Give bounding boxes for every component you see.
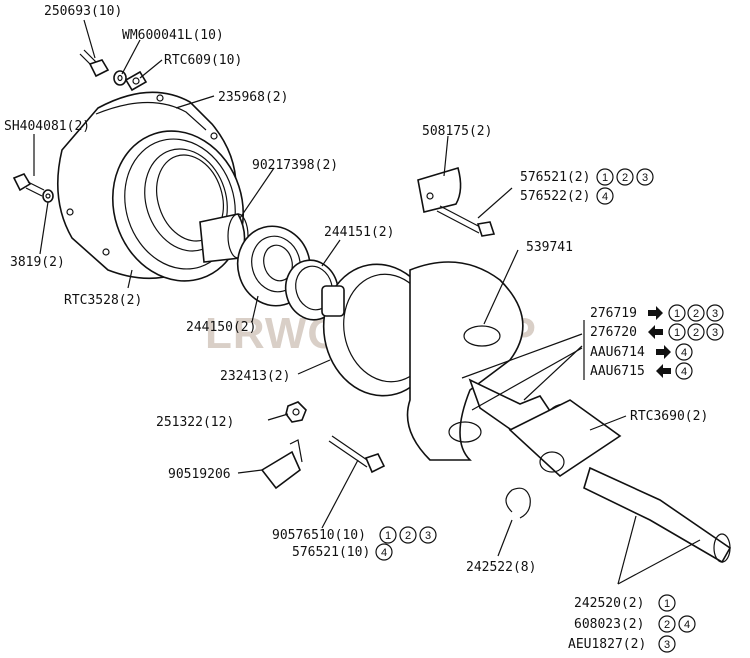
- washer-3819-part: [42, 189, 54, 203]
- circled-2-icon: 2: [399, 526, 417, 544]
- label-90217398: 90217398(2): [252, 158, 338, 173]
- circled-1-icon: 1: [596, 168, 614, 186]
- label-244150: 244150(2): [186, 320, 256, 335]
- left-arrow-icon: [656, 364, 671, 378]
- label-576521-b: 576521(10): [292, 545, 370, 560]
- label-235968: 235968(2): [218, 90, 288, 105]
- label-244151: 244151(2): [324, 225, 394, 240]
- label-rtc609: RTC609(10): [164, 53, 242, 68]
- svg-text:2: 2: [693, 327, 699, 339]
- circled-2-icon: 2: [616, 168, 634, 186]
- label-rtc3690: RTC3690(2): [630, 409, 708, 424]
- circled-4-icon: 4: [678, 615, 696, 633]
- circled-3-icon: 3: [658, 635, 676, 653]
- svg-text:1: 1: [664, 598, 670, 610]
- label-539741: 539741: [526, 240, 573, 255]
- circled-3-icon: 3: [636, 168, 654, 186]
- svg-text:1: 1: [674, 327, 680, 339]
- label-aau6714: AAU6714: [590, 345, 645, 360]
- leader-lines: [33, 19, 701, 585]
- label-rtc3528: RTC3528(2): [64, 293, 142, 308]
- label-232413: 232413(2): [220, 369, 290, 384]
- label-wm600041l: WM600041L(10): [122, 28, 224, 43]
- svg-text:3: 3: [425, 530, 431, 542]
- svg-text:2: 2: [405, 530, 411, 542]
- driveshaft-rtc3690-part: [468, 378, 732, 564]
- label-90576510: 90576510(10): [272, 528, 366, 543]
- label-276719: 276719: [590, 306, 637, 321]
- circled-1-icon: 1: [379, 526, 397, 544]
- clip-90519206-part: [260, 439, 303, 490]
- right-arrow-icon: [656, 345, 671, 359]
- label-576521-a: 576521(2): [520, 170, 590, 185]
- swivel-housing-232413-part: [321, 261, 524, 461]
- left-arrow-icon: [648, 325, 663, 339]
- label-251322: 251322(12): [156, 415, 234, 430]
- label-aeu1827: AEU1827(2): [568, 637, 646, 652]
- bolt-250693-part: [79, 49, 110, 78]
- label-90519206: 90519206: [168, 467, 231, 482]
- svg-text:4: 4: [681, 366, 687, 378]
- svg-text:2: 2: [693, 308, 699, 320]
- circled-1-icon: 1: [658, 594, 676, 612]
- label-242520: 242520(2): [574, 596, 644, 611]
- label-aau6715: AAU6715: [590, 364, 645, 379]
- svg-text:1: 1: [385, 530, 391, 542]
- svg-text:1: 1: [674, 308, 680, 320]
- label-576522: 576522(2): [520, 189, 590, 204]
- circled-4-icon: 4: [596, 187, 614, 205]
- label-608023: 608023(2): [574, 617, 644, 632]
- circlip-242522-part: [505, 487, 531, 519]
- label-242522: 242522(8): [466, 560, 536, 575]
- label-3819: 3819(2): [10, 255, 65, 270]
- svg-text:4: 4: [684, 619, 690, 631]
- circled-3-icon: 3: [419, 526, 437, 544]
- bolt-sh404081-part: [12, 173, 45, 197]
- svg-text:3: 3: [664, 639, 670, 651]
- lockwasher-rtc609-part: [124, 70, 148, 92]
- washer-wm600041l-part: [113, 70, 127, 86]
- svg-text:4: 4: [602, 191, 608, 203]
- label-250693: 250693(10): [44, 4, 122, 19]
- right-arrow-icon: [648, 306, 663, 320]
- bracket-508175-part: [417, 166, 462, 213]
- circled-2-icon: 2: [658, 615, 676, 633]
- stud-90576510-part: [328, 435, 386, 474]
- svg-text:3: 3: [712, 327, 718, 339]
- circled-4-icon: 4: [375, 543, 393, 561]
- svg-text:3: 3: [712, 308, 718, 320]
- label-508175: 508175(2): [422, 124, 492, 139]
- svg-text:1: 1: [602, 172, 608, 184]
- circled-4-icon: 4: [675, 362, 693, 380]
- nut-251322-part: [285, 401, 307, 423]
- svg-text:2: 2: [622, 172, 628, 184]
- circled-numbers: 1 2 3 4 1 2 3 1 2 3 4 4 1 2 3 4 1 2 4 3: [375, 168, 724, 653]
- label-276720: 276720: [590, 325, 637, 340]
- bolt-576521-part: [436, 205, 496, 237]
- svg-text:4: 4: [681, 347, 687, 359]
- svg-text:3: 3: [642, 172, 648, 184]
- circled-3-icon: 3: [706, 323, 724, 341]
- svg-text:4: 4: [381, 547, 387, 559]
- circled-2-icon: 2: [687, 323, 705, 341]
- circled-2-icon: 2: [687, 304, 705, 322]
- circled-4-icon: 4: [675, 343, 693, 361]
- label-sh404081: SH404081(2): [4, 119, 90, 134]
- circled-3-icon: 3: [706, 304, 724, 322]
- circled-1-icon: 1: [668, 304, 686, 322]
- circled-1-icon: 1: [668, 323, 686, 341]
- svg-text:2: 2: [664, 619, 670, 631]
